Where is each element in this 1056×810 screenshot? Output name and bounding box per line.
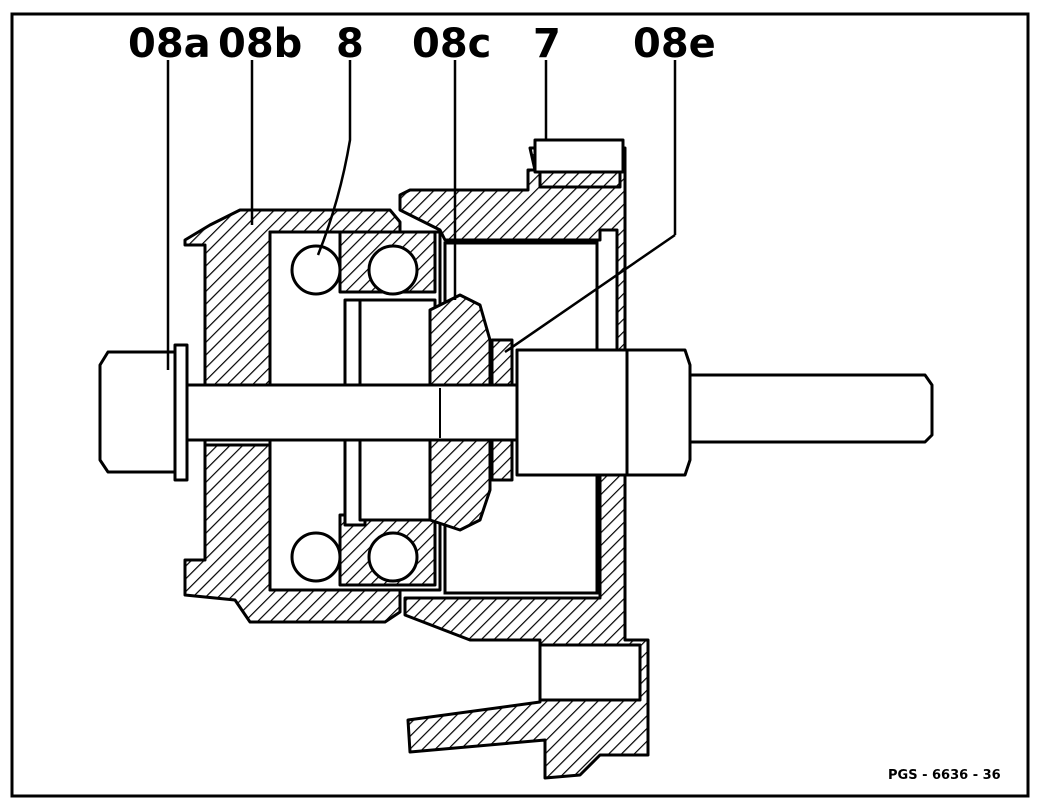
bearing-ball <box>290 531 342 583</box>
reference-code: PGS - 6636 - 36 <box>888 768 1001 783</box>
bearing-ball <box>290 244 342 296</box>
label-08a: 08a <box>128 21 211 67</box>
bearing-ball <box>367 531 419 583</box>
leader-8 <box>316 60 352 256</box>
bearing-ball <box>367 244 419 296</box>
label-08e: 08e <box>633 21 716 67</box>
figure-frame <box>10 12 1030 798</box>
leader-08e-diag <box>504 233 676 354</box>
label-7: 7 <box>533 21 561 67</box>
bolt-part-08a <box>98 343 934 482</box>
label-08b: 08b <box>218 21 302 67</box>
label-08c: 08c <box>412 21 491 67</box>
label-8: 8 <box>336 21 364 67</box>
